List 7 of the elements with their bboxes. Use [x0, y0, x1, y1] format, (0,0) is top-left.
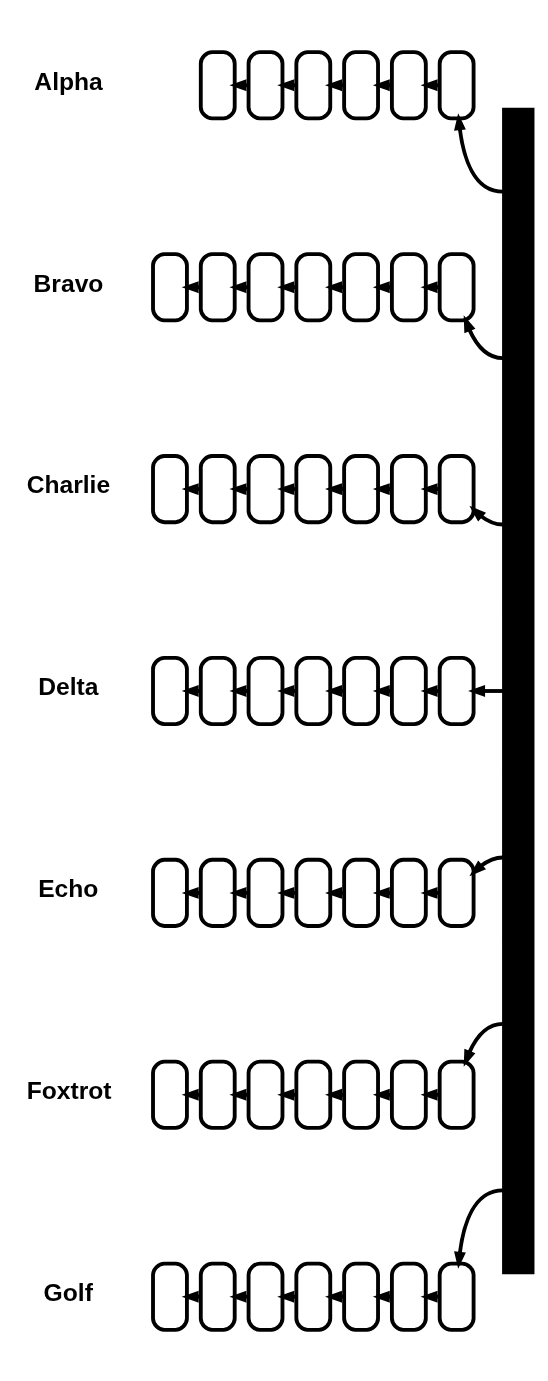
label: Charlie — [26, 470, 111, 498]
label: Delta — [38, 672, 99, 700]
label: Foxtrot — [26, 1076, 112, 1104]
label: Bravo — [33, 269, 104, 297]
label: Alpha — [34, 67, 103, 95]
label: Golf — [43, 1278, 93, 1306]
label: Echo — [38, 874, 99, 902]
